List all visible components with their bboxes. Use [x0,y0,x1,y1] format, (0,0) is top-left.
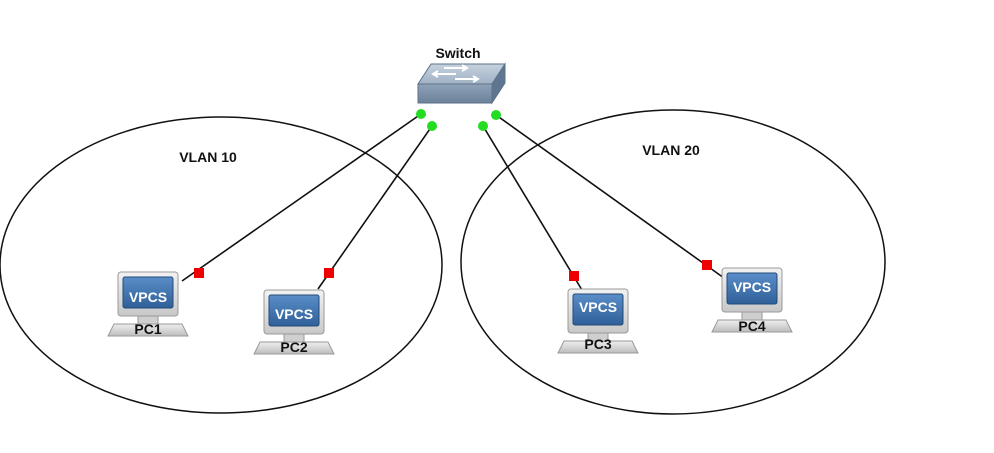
switch-port-pc3 [478,121,488,131]
host-pc1[interactable]: VPCS PC1 [107,271,189,337]
vlan-20-label: VLAN 20 [642,142,700,158]
pc2-screen-text: VPCS [275,306,313,322]
link-switch-pc3[interactable] [482,125,583,291]
link-switch-pc1[interactable] [181,113,422,282]
pc4-screen-text: VPCS [733,279,771,295]
pc3-label: PC3 [584,336,611,352]
pc2-label: PC2 [280,339,307,355]
switch-port-pc2 [427,121,437,131]
host-pc2[interactable]: VPCS PC2 [253,289,335,355]
host-pc4[interactable]: VPCS PC4 [711,267,793,334]
links [181,113,725,291]
switch-node[interactable]: Switch [417,45,506,105]
pc1-screen-text: VPCS [129,289,167,305]
vlan-20-boundary [460,109,886,415]
vlan-10-label: VLAN 10 [179,149,237,165]
link-switch-pc2[interactable] [317,125,433,290]
pc4-label: PC4 [738,318,765,334]
link-switch-pc4[interactable] [495,114,725,279]
pc3-screen-text: VPCS [579,299,617,315]
vlan-10-boundary [0,116,443,414]
host-port-pc3 [569,271,579,281]
host-ports [194,260,712,281]
switch-label: Switch [435,45,480,61]
switch-ports [416,109,501,131]
switch-port-pc1 [416,109,426,119]
host-port-pc1 [194,268,204,278]
host-port-pc2 [324,268,334,278]
switch-port-pc4 [491,110,501,120]
pc1-label: PC1 [134,321,161,337]
switch-icon [417,62,506,105]
host-port-pc4 [702,260,712,270]
host-pc3[interactable]: VPCS PC3 [557,288,639,354]
